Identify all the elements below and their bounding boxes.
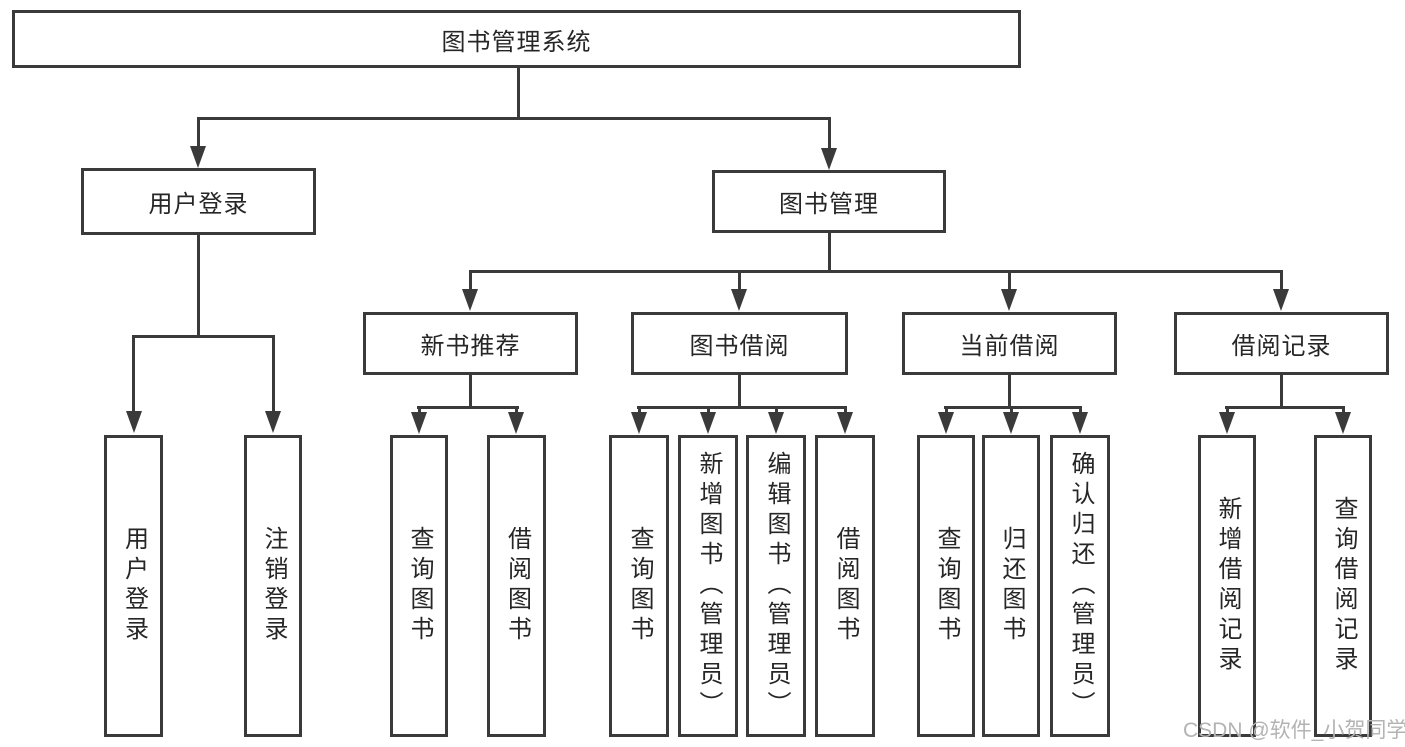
arrow-down-icon <box>1001 289 1017 311</box>
arrow-down-icon <box>837 412 853 434</box>
node-book-borrowing: 图书借阅 <box>631 312 848 375</box>
node-new-book-recommend: 新书推荐 <box>363 312 578 375</box>
connector-line <box>469 270 472 292</box>
connector-line <box>738 375 741 409</box>
leaf-confirm-return-admin-label: 确认归还（管理员） <box>1067 451 1094 721</box>
leaf-logout-login-label: 注销登录 <box>260 526 287 646</box>
node-user-login: 用户登录 <box>81 168 316 235</box>
leaf-query-borrow-record: 查询借阅记录 <box>1314 435 1372 737</box>
node-borrow-records: 借阅记录 <box>1174 312 1389 375</box>
arrow-down-icon <box>631 412 647 434</box>
connector-line <box>1280 375 1283 409</box>
leaf-borrow-books-borrowing-label: 借阅图书 <box>832 526 859 646</box>
node-new-book-recommend-label: 新书推荐 <box>420 333 521 360</box>
node-borrow-records-label: 借阅记录 <box>1231 333 1332 360</box>
arrow-down-icon <box>1273 289 1289 311</box>
node-library-system-label: 图书管理系统 <box>441 28 592 56</box>
watermark: CSDN @软件_小贺同学 <box>1183 719 1405 742</box>
connector-line <box>469 270 1283 273</box>
connector-line <box>944 406 1082 409</box>
arrow-down-icon <box>1219 412 1235 434</box>
connector-line <box>132 335 135 415</box>
arrow-down-icon <box>938 412 954 434</box>
leaf-query-books-borrowing: 查询图书 <box>609 435 669 737</box>
node-current-borrowing: 当前借阅 <box>902 312 1117 375</box>
arrow-down-icon <box>1072 412 1088 434</box>
leaf-query-books-recommend: 查询图书 <box>390 435 448 737</box>
connector-line <box>1342 406 1345 416</box>
leaf-query-books-current: 查询图书 <box>917 435 975 737</box>
leaf-return-books: 归还图书 <box>982 435 1040 737</box>
leaf-return-books-label: 归还图书 <box>998 526 1025 646</box>
connector-line <box>775 406 778 416</box>
arrow-down-icon <box>462 289 478 311</box>
node-book-management-label: 图书管理 <box>779 191 879 218</box>
leaf-borrow-books-borrowing: 借阅图书 <box>815 435 875 737</box>
leaf-user-login-label: 用户登录 <box>120 526 148 646</box>
leaf-borrow-books-recommend-label: 借阅图书 <box>503 526 531 646</box>
leaf-query-books-recommend-label: 查询图书 <box>406 526 433 646</box>
connector-line <box>197 235 200 337</box>
node-library-system: 图书管理系统 <box>12 10 1021 68</box>
node-book-management: 图书管理 <box>712 170 946 233</box>
connector-line <box>417 406 519 409</box>
connector-line <box>1079 406 1082 416</box>
connector-line <box>828 233 831 273</box>
node-book-borrowing-label: 图书借阅 <box>689 333 790 360</box>
connector-line <box>1226 406 1229 416</box>
connector-line <box>132 335 275 338</box>
connector-line <box>707 406 710 416</box>
arrow-down-icon <box>265 411 281 433</box>
connector-line <box>469 375 472 409</box>
connector-line <box>197 117 831 120</box>
leaf-query-books-borrowing-label: 查询图书 <box>626 526 653 646</box>
arrow-down-icon <box>1003 412 1019 434</box>
connector-line <box>1225 406 1345 409</box>
leaf-add-borrow-record-label: 新增借阅记录 <box>1214 496 1241 676</box>
node-current-borrowing-label: 当前借阅 <box>959 333 1060 360</box>
leaf-confirm-return-admin: 确认归还（管理员） <box>1050 435 1110 737</box>
leaf-query-borrow-record-label: 查询借阅记录 <box>1330 496 1357 676</box>
arrow-down-icon <box>508 412 524 434</box>
leaf-add-book-admin: 新增图书（管理员） <box>678 435 738 737</box>
connector-line <box>828 117 831 151</box>
node-user-login-label: 用户登录 <box>148 191 249 218</box>
arrow-down-icon <box>1335 412 1351 434</box>
arrow-down-icon <box>411 412 427 434</box>
connector-line <box>517 68 520 120</box>
connector-line <box>637 406 847 409</box>
arrow-down-icon <box>731 289 747 311</box>
connector-line <box>738 270 741 292</box>
connector-line <box>272 335 275 415</box>
arrow-down-icon <box>700 412 716 434</box>
connector-line <box>1008 270 1011 292</box>
arrow-down-icon <box>768 412 784 434</box>
arrow-down-icon <box>190 146 206 168</box>
connector-line <box>638 406 641 416</box>
leaf-user-login: 用户登录 <box>104 435 163 737</box>
connector-line <box>1280 270 1283 292</box>
leaf-logout-login: 注销登录 <box>244 435 302 737</box>
connector-line <box>844 406 847 416</box>
leaf-add-book-admin-label: 新增图书（管理员） <box>695 451 722 721</box>
connector-line <box>515 406 518 416</box>
leaf-edit-book-admin-label: 编辑图书（管理员） <box>763 451 790 721</box>
leaf-add-borrow-record: 新增借阅记录 <box>1198 435 1256 737</box>
arrow-down-icon <box>126 411 142 433</box>
connector-line <box>945 406 948 416</box>
connector-line <box>1008 375 1011 409</box>
leaf-query-books-current-label: 查询图书 <box>933 526 960 646</box>
arrow-down-icon <box>821 148 837 170</box>
connector-line <box>197 117 200 149</box>
connector-line <box>1010 406 1013 416</box>
leaf-borrow-books-recommend: 借阅图书 <box>487 435 546 737</box>
leaf-edit-book-admin: 编辑图书（管理员） <box>746 435 806 737</box>
connector-line <box>418 406 421 416</box>
